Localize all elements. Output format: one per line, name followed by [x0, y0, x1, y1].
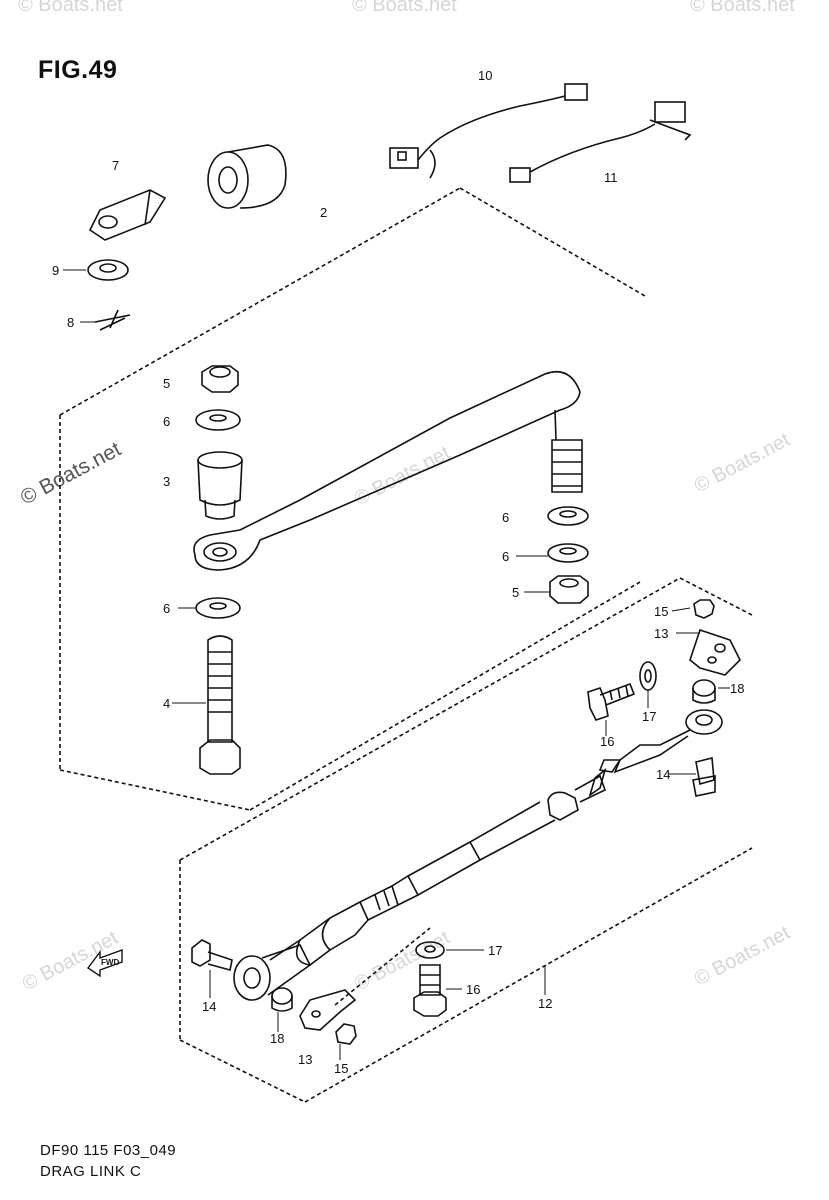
callout-15: 15 — [654, 604, 668, 619]
callout-13: 13 — [654, 626, 668, 641]
bushing-part-2 — [207, 144, 287, 209]
callout-7: 7 — [112, 158, 119, 173]
callout-2: 2 — [320, 205, 327, 220]
callout-6: 6 — [502, 510, 509, 525]
watermark: © Boats.net — [352, 0, 457, 16]
callout-14: 14 — [202, 999, 216, 1014]
collar-part-18-left — [271, 987, 293, 1012]
callout-18: 18 — [270, 1031, 284, 1046]
callout-labels: 10 7 2 11 9 8 5 6 3 6 6 5 6 15 13 4 18 1… — [52, 68, 744, 1076]
callout-6: 6 — [163, 414, 170, 429]
bracket-part-13-right — [689, 628, 741, 676]
drag-link-arm — [193, 370, 581, 571]
wire-harness-part-11 — [509, 101, 692, 183]
assembly-outline-upper — [59, 187, 646, 811]
callout-6: 6 — [502, 549, 509, 564]
figure-title: FIG.49 — [38, 56, 118, 84]
rod-end-right — [598, 709, 723, 774]
callout-8: 8 — [67, 315, 74, 330]
nut-part-15-right — [693, 599, 715, 619]
callout-11: 11 — [604, 170, 618, 185]
washer-part-17-left — [415, 941, 445, 959]
callout-17: 17 — [642, 709, 656, 724]
bracket-part-13-left — [299, 989, 357, 1031]
nut-part-5-right — [549, 575, 589, 604]
drag-rod-part-12 — [269, 767, 607, 966]
washer-part-6-top — [195, 409, 241, 431]
callout-12: 12 — [538, 996, 552, 1011]
nut-part-5-top — [201, 365, 239, 393]
forward-label: FWD — [101, 958, 119, 967]
rod-end-left — [233, 944, 312, 1001]
callout-14: 14 — [656, 767, 670, 782]
watermark: © Boats.net — [690, 0, 795, 16]
assembly-outline-lower — [179, 577, 753, 1103]
callout-4: 4 — [163, 696, 170, 711]
nut-part-15-left — [335, 1023, 357, 1045]
washer-part-6-right-1 — [547, 506, 589, 526]
callout-16: 16 — [600, 734, 614, 749]
callout-18: 18 — [730, 681, 744, 696]
clip-part-8 — [94, 309, 131, 331]
figure-caption: DRAG LINK C — [40, 1163, 142, 1180]
bolt-part-16-left — [413, 964, 447, 1017]
wire-harness-part-10 — [389, 83, 588, 179]
washer-part-6-right-2 — [547, 543, 589, 563]
bracket-part-7 — [88, 189, 167, 241]
callout-17: 17 — [488, 943, 502, 958]
callout-9: 9 — [52, 263, 59, 278]
callout-3: 3 — [163, 474, 170, 489]
callout-10: 10 — [478, 68, 492, 83]
callout-16: 16 — [466, 982, 480, 997]
collar-part-3 — [197, 451, 243, 520]
bolt-part-4 — [199, 635, 241, 775]
bolt-part-14-right — [692, 756, 716, 797]
bolt-part-16-right — [587, 682, 636, 721]
collar-part-18-right — [692, 679, 716, 704]
washer-part-9 — [87, 259, 129, 281]
callout-5: 5 — [512, 585, 519, 600]
watermark: © Boats.net — [18, 0, 123, 16]
leader-lines — [63, 269, 730, 1060]
threaded-end-right — [551, 439, 583, 493]
figure-code: DF90 115 F03_049 — [40, 1142, 177, 1159]
forward-arrow-icon — [86, 949, 123, 978]
washer-part-6-lower — [195, 597, 241, 619]
callout-5: 5 — [163, 376, 170, 391]
washer-part-17-right — [639, 661, 657, 691]
callout-13: 13 — [298, 1052, 312, 1067]
bolt-part-14-left — [191, 939, 233, 971]
callout-15: 15 — [334, 1061, 348, 1076]
callout-6: 6 — [163, 601, 170, 616]
